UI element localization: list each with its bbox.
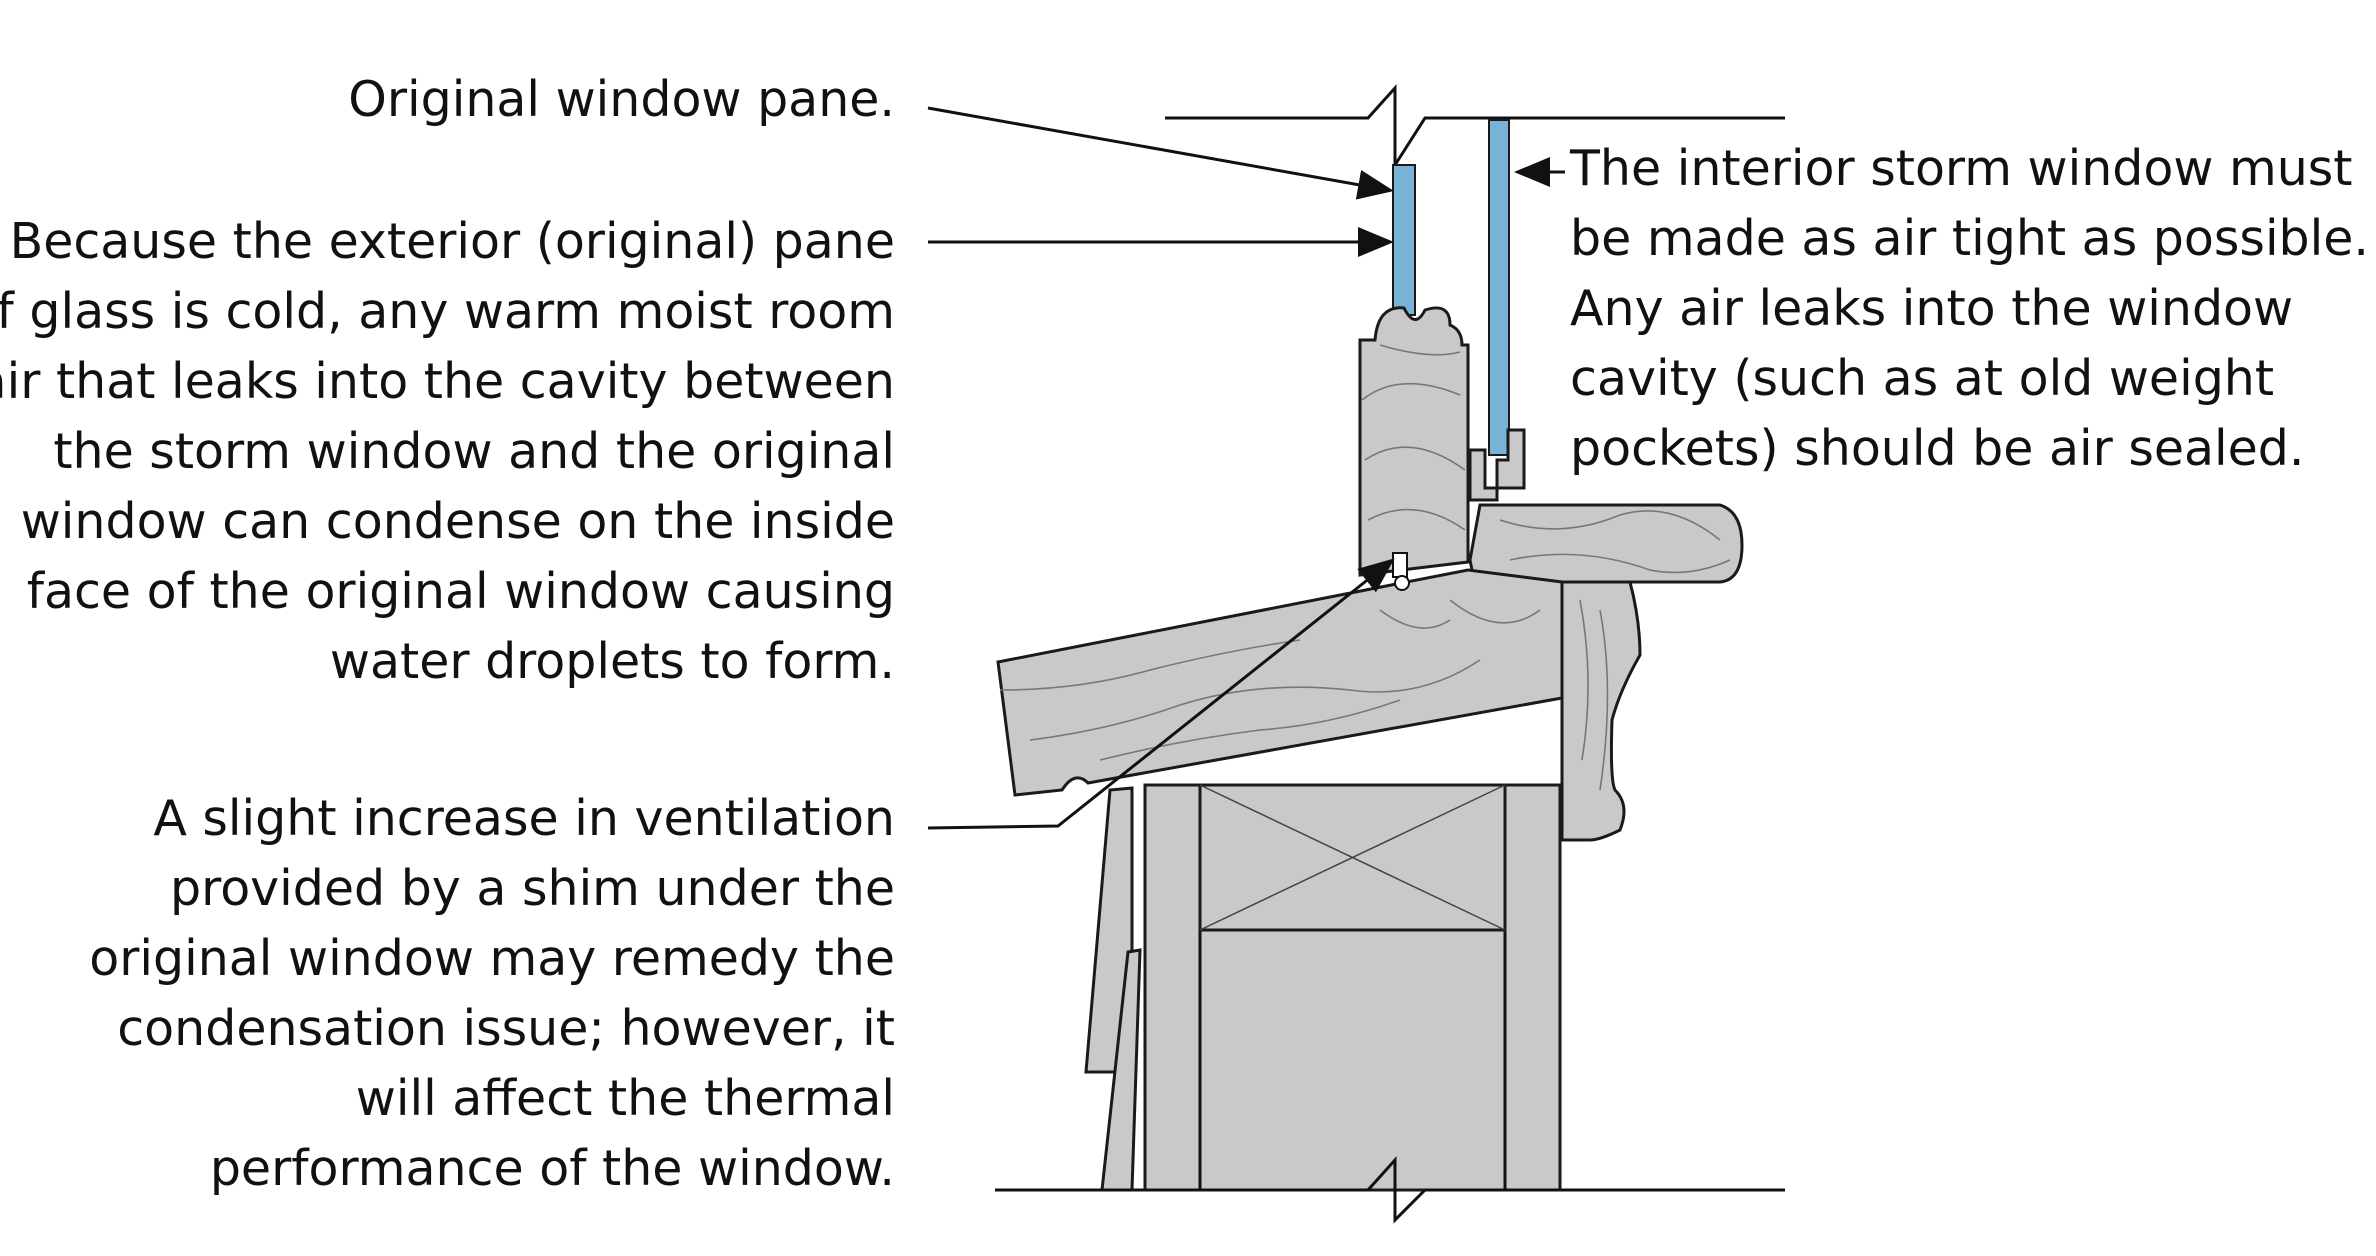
original-pane-line: Original window pane. [348, 71, 895, 128]
label-storm-window-note: The interior storm window must be made as… [1569, 140, 2369, 477]
condensation-line: Because the exterior (original) pane [10, 213, 895, 270]
storm-window-line: The interior storm window must [1569, 140, 2353, 197]
label-condensation-explanation: Because the exterior (original) pane of g… [0, 213, 895, 690]
leader-ventilation [927, 558, 1395, 830]
label-ventilation-note: A slight increase in ventilation provided… [89, 790, 895, 1197]
apron-trim [1560, 580, 1642, 842]
ventilation-line: original window may remedy the [89, 930, 895, 987]
ventilation-line: performance of the window. [210, 1140, 895, 1197]
ventilation-shim [1392, 552, 1408, 578]
top-break-line [1165, 84, 1785, 166]
shim-weatherstrip-circle [1394, 575, 1410, 591]
original-window-glass [1392, 164, 1416, 316]
condensation-line: of glass is cold, any warm moist room [0, 283, 895, 340]
condensation-line: water droplets to form. [330, 633, 895, 690]
storm-window-frame-clip [1468, 428, 1526, 502]
ventilation-line: will affect the thermal [356, 1070, 895, 1127]
leader-original-pane [927, 106, 1394, 200]
condensation-line: air that leaks into the cavity between [0, 353, 895, 410]
storm-window-line: pockets) should be air sealed. [1570, 420, 2304, 477]
label-original-window-pane: Original window pane. [348, 71, 895, 128]
ventilation-line: condensation issue; however, it [117, 1000, 895, 1057]
ventilation-line: provided by a shim under the [170, 860, 895, 917]
storm-window-line: Any air leaks into the window [1570, 280, 2293, 337]
ventilation-line: A slight increase in ventilation [153, 790, 895, 847]
storm-window-glass [1488, 119, 1510, 456]
bottom-break-line [995, 1156, 1785, 1224]
storm-window-line: cavity (such as at old weight [1570, 350, 2274, 407]
interior-stool [1468, 503, 1744, 587]
condensation-line: the storm window and the original [53, 423, 895, 480]
storm-window-line: be made as air tight as possible. [1570, 210, 2369, 267]
condensation-line: window can condense on the inside [21, 493, 895, 550]
condensation-line: face of the original window causing [27, 563, 895, 620]
exterior-sloped-sill [996, 568, 1564, 797]
original-sash-bottom-rail [1358, 306, 1470, 577]
